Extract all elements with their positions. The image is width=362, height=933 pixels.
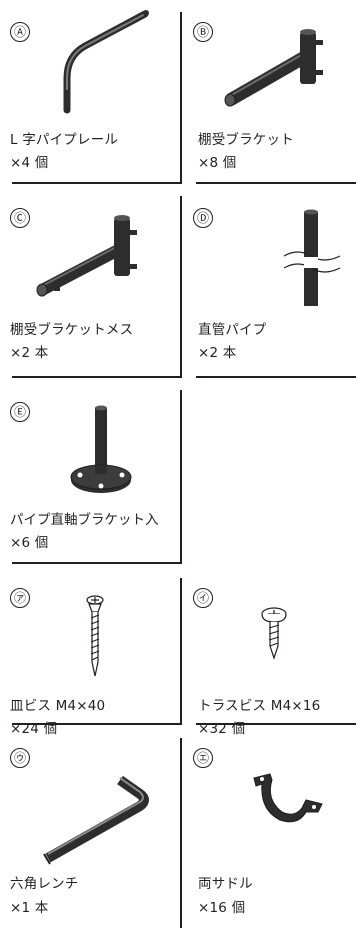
part-quantity: ×24 個 bbox=[10, 721, 58, 737]
part-badge: Ⓐ bbox=[10, 22, 30, 42]
part-quantity: ×1 本 bbox=[10, 900, 49, 916]
shelf-bracket-female-icon bbox=[36, 215, 137, 297]
divider-horizontal-4 bbox=[196, 376, 356, 378]
part-name: トラスビス M4×16 bbox=[198, 698, 321, 714]
hex-wrench-icon bbox=[43, 775, 149, 865]
part-quantity: ×2 本 bbox=[198, 345, 237, 361]
part-quantity: ×16 個 bbox=[198, 900, 246, 916]
double-saddle-icon bbox=[253, 773, 323, 823]
part-quantity: ×32 個 bbox=[198, 721, 246, 737]
part-quantity: ×8 個 bbox=[198, 155, 237, 171]
divider-horizontal-3 bbox=[12, 376, 182, 378]
part-badge: Ⓒ bbox=[10, 208, 30, 228]
part-name: L 字パイプレール bbox=[10, 132, 119, 148]
straight-pipe-icon bbox=[283, 209, 341, 306]
part-badge: Ⓓ bbox=[193, 208, 213, 228]
part-badge: Ⓔ bbox=[10, 402, 30, 422]
part-name: 皿ビス M4×40 bbox=[10, 698, 106, 714]
part-quantity: ×4 個 bbox=[10, 155, 49, 171]
shelf-bracket-icon bbox=[224, 29, 323, 107]
divider-horizontal-5 bbox=[12, 562, 182, 564]
divider-vertical-5 bbox=[180, 738, 182, 928]
part-name: 直管パイプ bbox=[198, 322, 267, 338]
countersunk-screw-icon bbox=[86, 595, 104, 677]
truss-screw-icon bbox=[261, 607, 287, 660]
pipe-base-bracket-icon bbox=[70, 405, 132, 493]
part-badge: ㋐ bbox=[10, 588, 30, 608]
divider-vertical-1 bbox=[180, 12, 182, 182]
divider-horizontal-2 bbox=[196, 182, 356, 184]
part-badge: ㋒ bbox=[10, 748, 30, 768]
part-name: パイプ直軸ブラケット入 bbox=[10, 512, 159, 528]
part-badge: ㋑ bbox=[193, 588, 213, 608]
part-name: 棚受ブラケット bbox=[198, 132, 294, 148]
divider-horizontal-7 bbox=[196, 723, 356, 725]
part-quantity: ×6 個 bbox=[10, 535, 49, 551]
divider-vertical-4 bbox=[180, 578, 182, 723]
part-name: 両サドル bbox=[198, 876, 253, 892]
part-badge: Ⓑ bbox=[193, 22, 213, 42]
l-shaped-pipe-rail-icon bbox=[63, 10, 149, 114]
part-badge: ㋓ bbox=[193, 748, 213, 768]
divider-vertical-3 bbox=[180, 390, 182, 562]
part-quantity: ×2 本 bbox=[10, 345, 49, 361]
divider-horizontal-6 bbox=[12, 723, 182, 725]
divider-vertical-2 bbox=[180, 196, 182, 376]
divider-horizontal-1 bbox=[12, 182, 182, 184]
part-name: 六角レンチ bbox=[10, 876, 79, 892]
part-name: 棚受ブラケットメス bbox=[10, 322, 134, 338]
